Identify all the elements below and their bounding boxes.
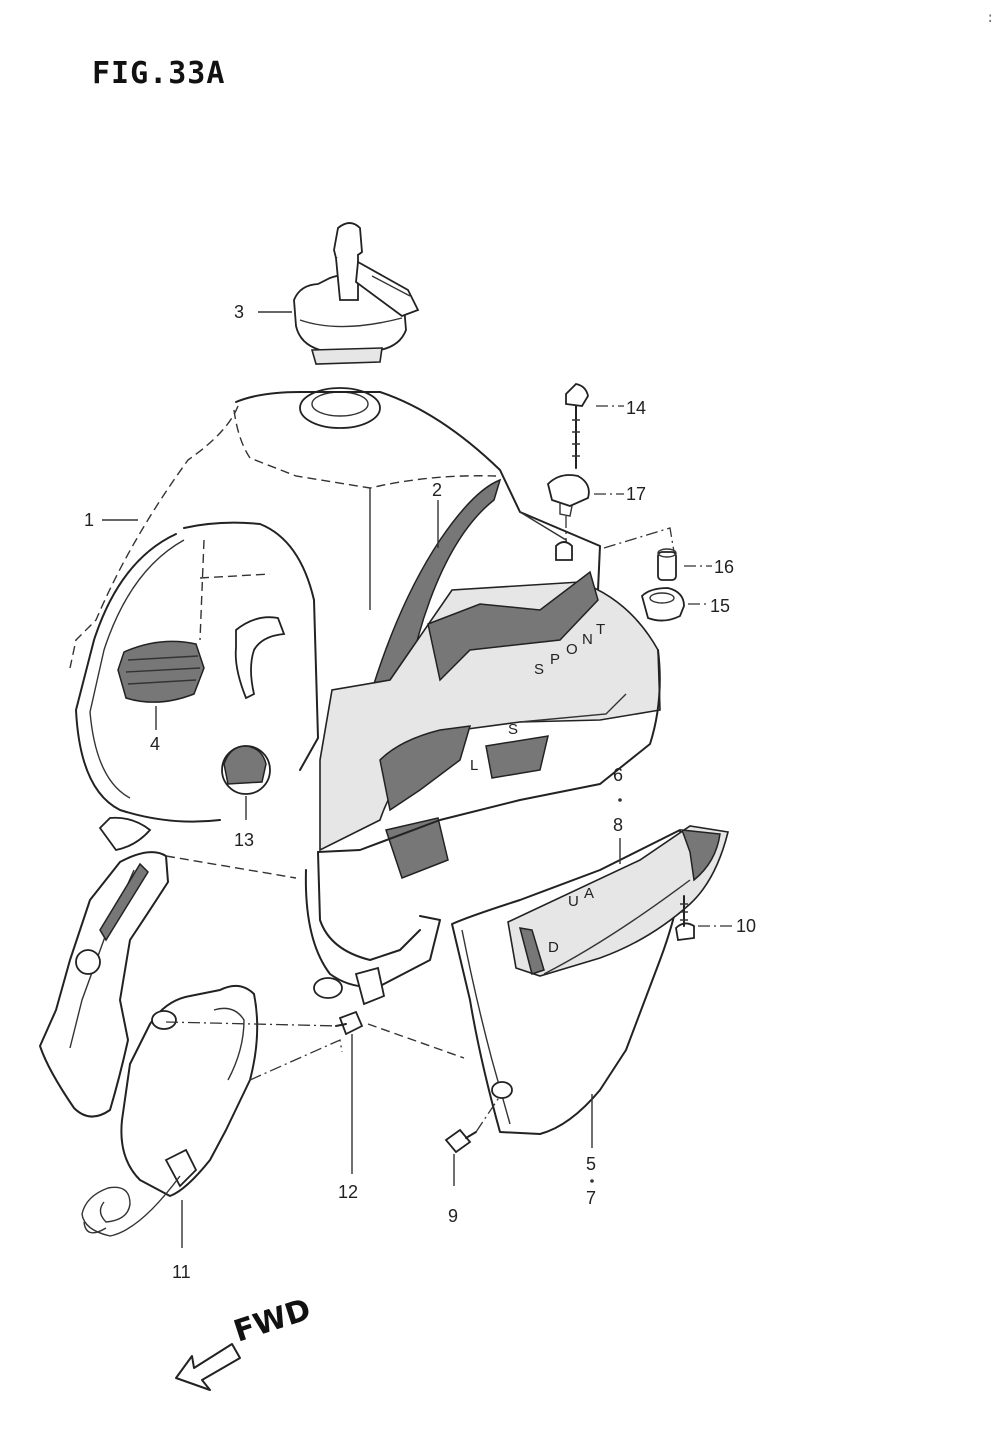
callout-11: 11 bbox=[172, 1262, 191, 1282]
callout-6: 6 bbox=[613, 765, 623, 785]
decal-letter: A bbox=[584, 885, 594, 902]
decal-letter: P bbox=[550, 651, 560, 668]
decal-letter: D bbox=[548, 939, 559, 956]
decal-letter: T bbox=[596, 621, 605, 638]
frame-cover bbox=[39, 851, 343, 1237]
callout-2: 2 bbox=[432, 480, 442, 500]
fuel-cap-assembly bbox=[293, 222, 420, 365]
tank-decal-text: S P O N T S L bbox=[470, 621, 605, 774]
screw-12-axis bbox=[165, 1021, 341, 1027]
decal-letter: N bbox=[582, 631, 593, 648]
decal-letter: S bbox=[508, 721, 518, 738]
mount-collar-16 bbox=[657, 548, 677, 581]
collar-axis bbox=[603, 527, 675, 553]
callout-10: 10 bbox=[736, 916, 756, 936]
mount-rubber-17 bbox=[547, 474, 590, 517]
callout-17: 17 bbox=[626, 484, 646, 504]
fwd-label: FWD bbox=[230, 1292, 315, 1350]
bolt-10 bbox=[675, 895, 695, 942]
callout-8: 8 bbox=[613, 815, 623, 835]
callout-9: 9 bbox=[448, 1206, 458, 1226]
mount-cushion-15 bbox=[640, 587, 685, 622]
callout-16: 16 bbox=[714, 557, 734, 577]
corner-mark: : bbox=[986, 10, 994, 26]
mount-bolt-14 bbox=[565, 383, 589, 469]
side-cover-decal-text: D U A bbox=[548, 885, 594, 956]
decal-letter: S bbox=[534, 661, 544, 678]
callout-14: 14 bbox=[626, 398, 646, 418]
decal-letter: L bbox=[470, 757, 478, 774]
screw-9-axis bbox=[475, 1095, 501, 1133]
callout-7: 7 bbox=[586, 1188, 596, 1208]
forward-direction-arrow: FWD bbox=[175, 1292, 315, 1391]
screw-12 bbox=[335, 1010, 364, 1036]
callout-separator bbox=[590, 1179, 594, 1183]
decal-letter: U bbox=[568, 893, 579, 910]
callout-separator bbox=[618, 798, 622, 802]
screw-9 bbox=[444, 1128, 477, 1154]
figure-title: FIG.33A bbox=[92, 56, 226, 91]
decal-letter: O bbox=[566, 641, 578, 658]
callout-12: 12 bbox=[338, 1182, 358, 1202]
fuel-tank bbox=[69, 387, 661, 1006]
callout-4: 4 bbox=[150, 734, 160, 754]
callout-3: 3 bbox=[234, 302, 244, 322]
callout-1: 1 bbox=[84, 510, 94, 530]
side-cover bbox=[367, 825, 729, 1135]
callout-13: 13 bbox=[234, 830, 254, 850]
callout-5: 5 bbox=[586, 1154, 596, 1174]
callout-15: 15 bbox=[710, 596, 730, 616]
